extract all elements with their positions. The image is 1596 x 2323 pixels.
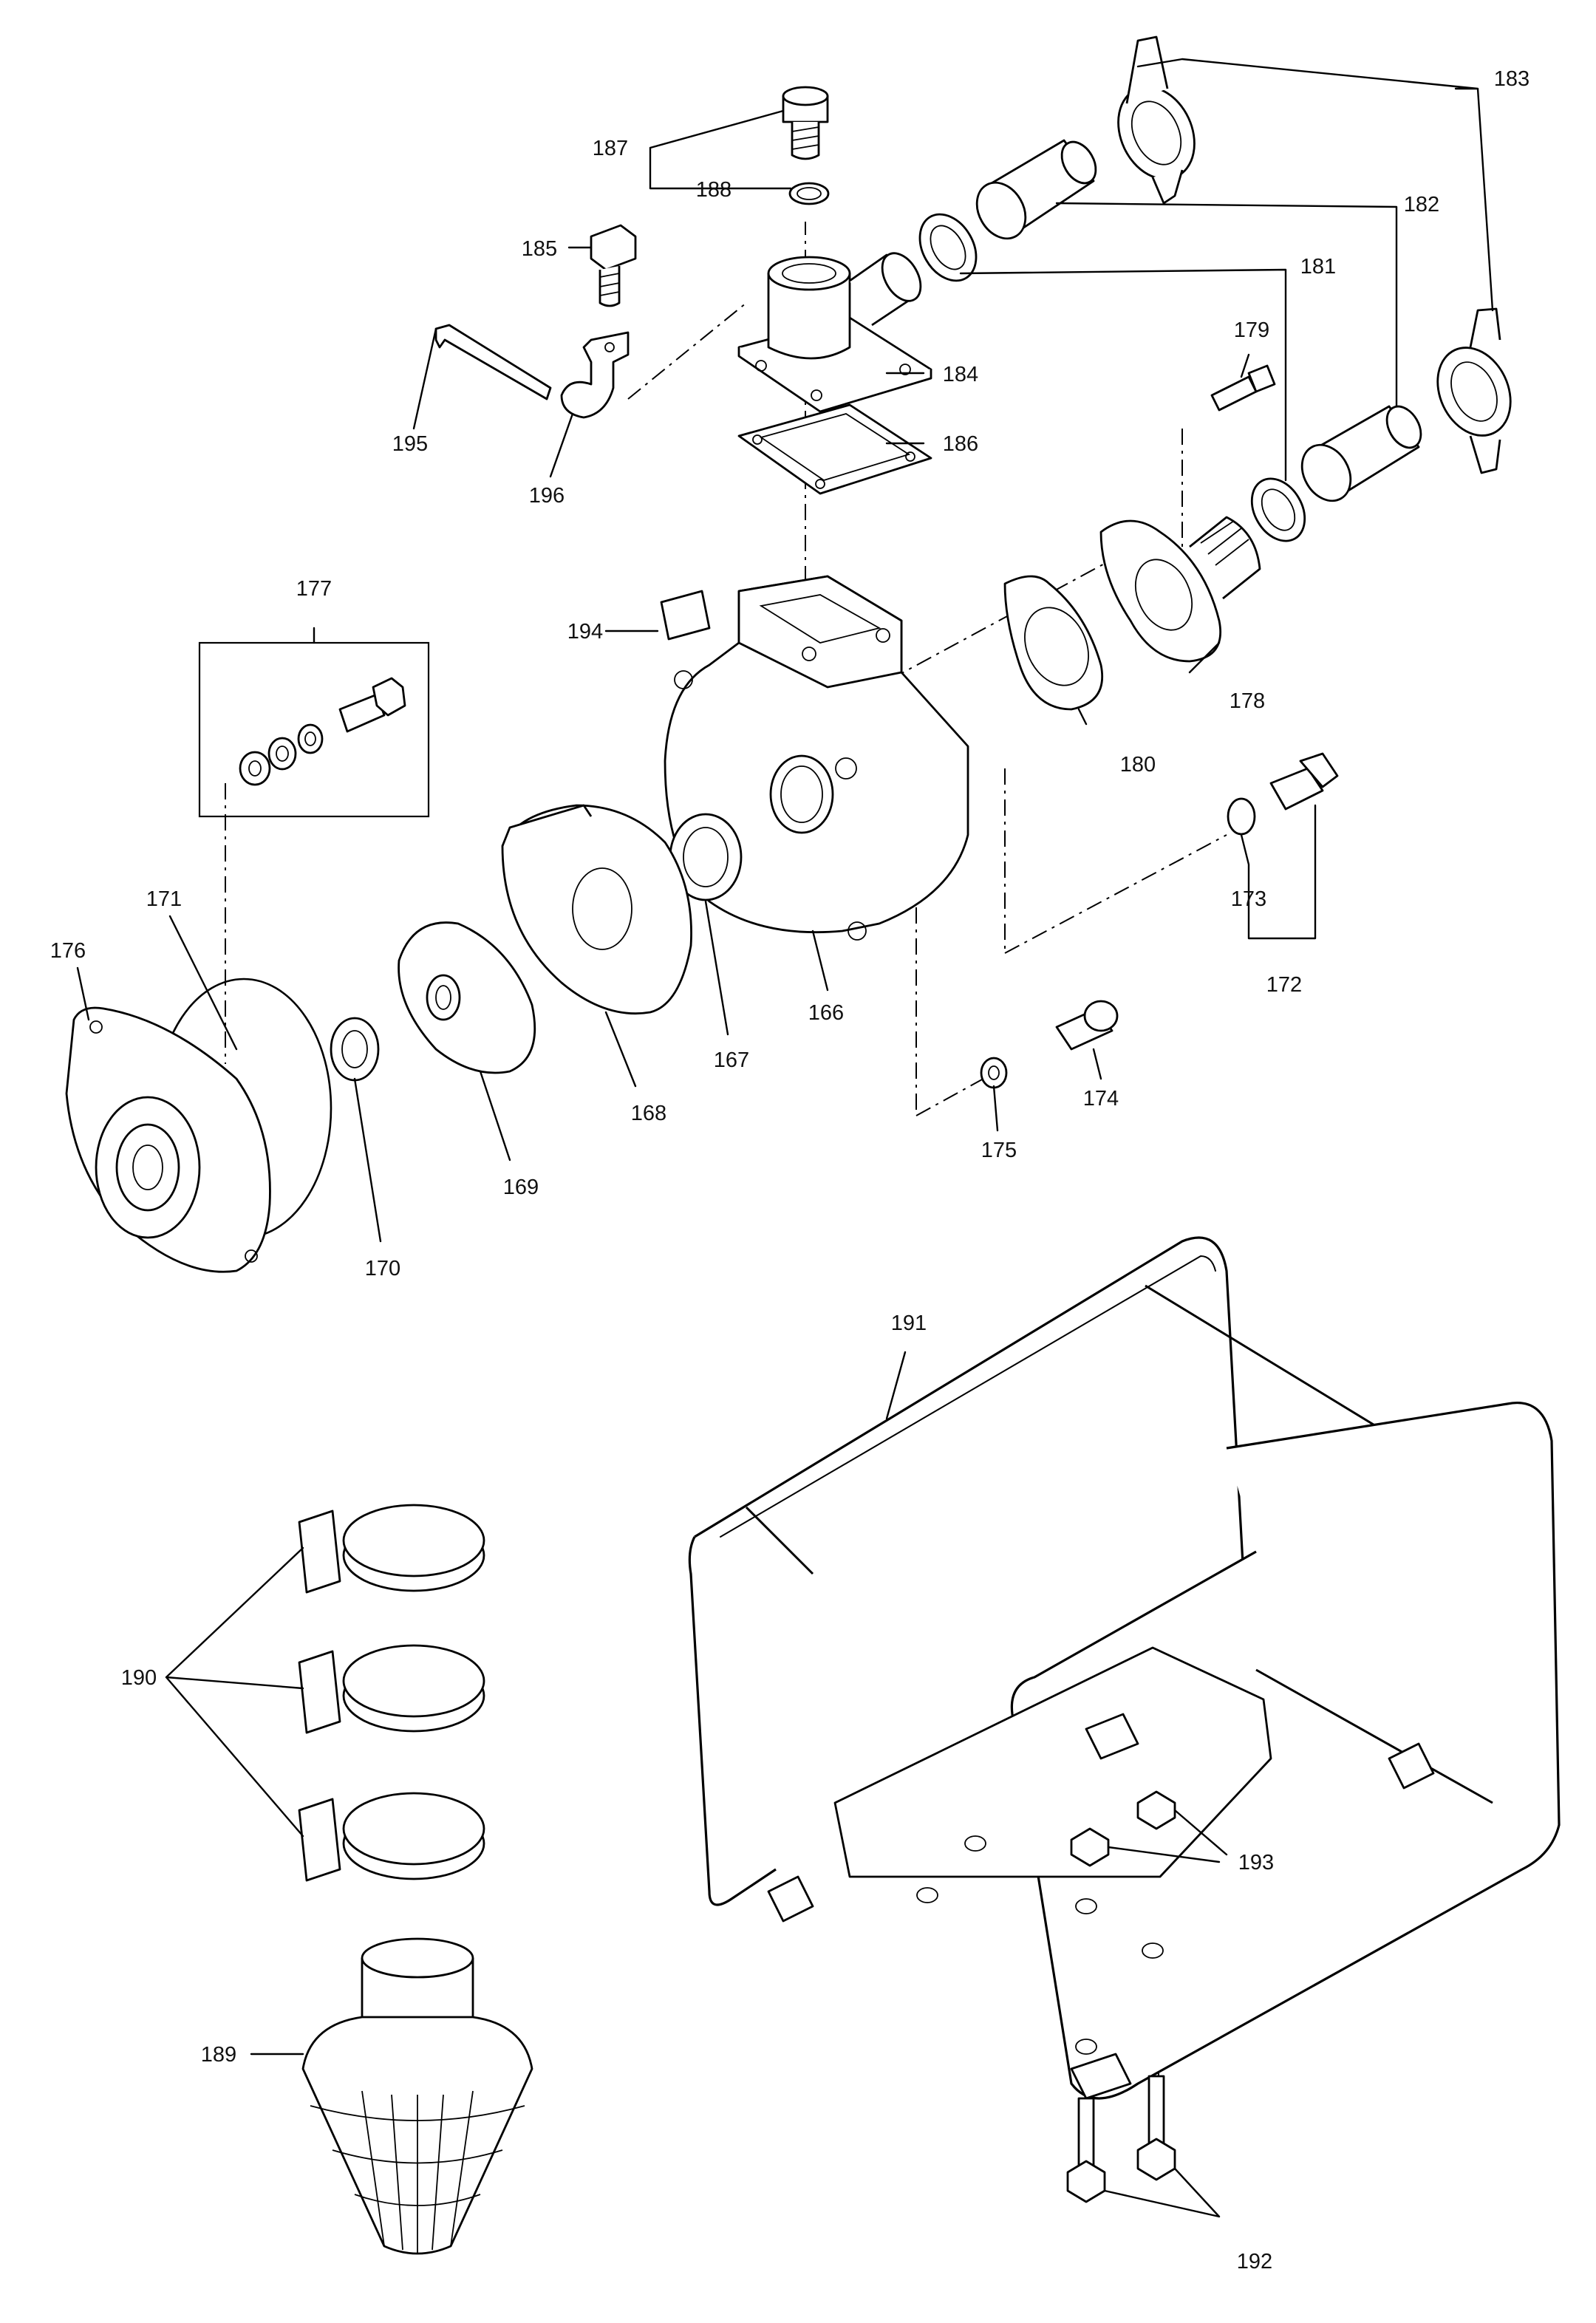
callout-173: 173	[1231, 887, 1266, 911]
o-ring-188	[788, 182, 830, 205]
spacer-170	[330, 1017, 380, 1082]
kit-177-parts	[239, 677, 406, 786]
hose-nipple-182-upper	[975, 139, 1097, 240]
callout-180: 180	[1120, 753, 1156, 777]
callout-196: 196	[529, 484, 565, 508]
gasket-180	[1003, 575, 1103, 711]
callout-185: 185	[522, 237, 557, 261]
callout-190: 190	[121, 1666, 157, 1690]
callout-178: 178	[1230, 689, 1265, 713]
washer-175	[980, 1057, 1008, 1089]
wing-nut-183-upper	[1117, 35, 1196, 205]
callout-179: 179	[1234, 318, 1269, 342]
callout-191: 191	[891, 1311, 927, 1335]
discharge-fitting-184	[737, 252, 932, 413]
drain-plug-179	[1210, 364, 1276, 412]
volute-168	[501, 804, 692, 1015]
bolt-174	[1055, 1000, 1119, 1051]
callout-187: 187	[593, 137, 628, 160]
callout-188: 188	[696, 178, 732, 202]
callout-168: 168	[631, 1102, 666, 1125]
o-ring-173	[1227, 797, 1256, 836]
callout-numbers: 166 167 168 169 170 171 172 173 174 175 …	[50, 67, 1530, 2273]
callout-189: 189	[201, 2043, 236, 2067]
drain-plug-172	[1269, 752, 1339, 811]
callout-169: 169	[503, 1176, 539, 1199]
callout-175: 175	[981, 1139, 1017, 1162]
callout-176: 176	[50, 939, 86, 963]
nuts-193	[1070, 1790, 1176, 1867]
pump-cover-176	[65, 1006, 271, 1273]
callout-172: 172	[1266, 973, 1302, 997]
callout-186: 186	[943, 432, 978, 456]
frame-191	[688, 1236, 1561, 2100]
callout-181: 181	[1300, 255, 1336, 279]
gasket-181-upper	[918, 213, 978, 282]
leader-lines	[76, 58, 1494, 2218]
pump-casing-166	[664, 575, 969, 941]
callout-167: 167	[714, 1048, 749, 1072]
callout-195: 195	[392, 432, 428, 456]
rod-195	[434, 324, 552, 400]
callout-193: 193	[1238, 1851, 1274, 1875]
callout-184: 184	[943, 363, 978, 386]
callout-194: 194	[567, 620, 603, 644]
hose-clamps-190	[298, 1504, 485, 1882]
wing-nut-183-lower	[1436, 307, 1512, 474]
callout-170: 170	[365, 1257, 400, 1280]
plug-187	[782, 86, 829, 160]
gasket-181-lower	[1250, 477, 1306, 542]
gasket-186	[737, 403, 932, 495]
impeller-169	[398, 921, 536, 1074]
callout-171: 171	[146, 887, 182, 911]
bolts-192	[1066, 2075, 1176, 2203]
label-194	[660, 590, 711, 641]
flange-178	[1099, 516, 1261, 663]
callout-182: 182	[1404, 193, 1439, 216]
kit-177-box	[198, 627, 430, 818]
clamp-196	[560, 331, 630, 419]
bolt-185	[590, 224, 637, 307]
hose-nipple-182-lower	[1300, 405, 1422, 502]
strainer-189	[301, 1937, 533, 2255]
callout-177: 177	[296, 577, 332, 601]
callout-174: 174	[1083, 1087, 1119, 1111]
callout-192: 192	[1237, 2250, 1272, 2273]
callout-183: 183	[1494, 67, 1530, 91]
callout-166: 166	[808, 1001, 844, 1025]
